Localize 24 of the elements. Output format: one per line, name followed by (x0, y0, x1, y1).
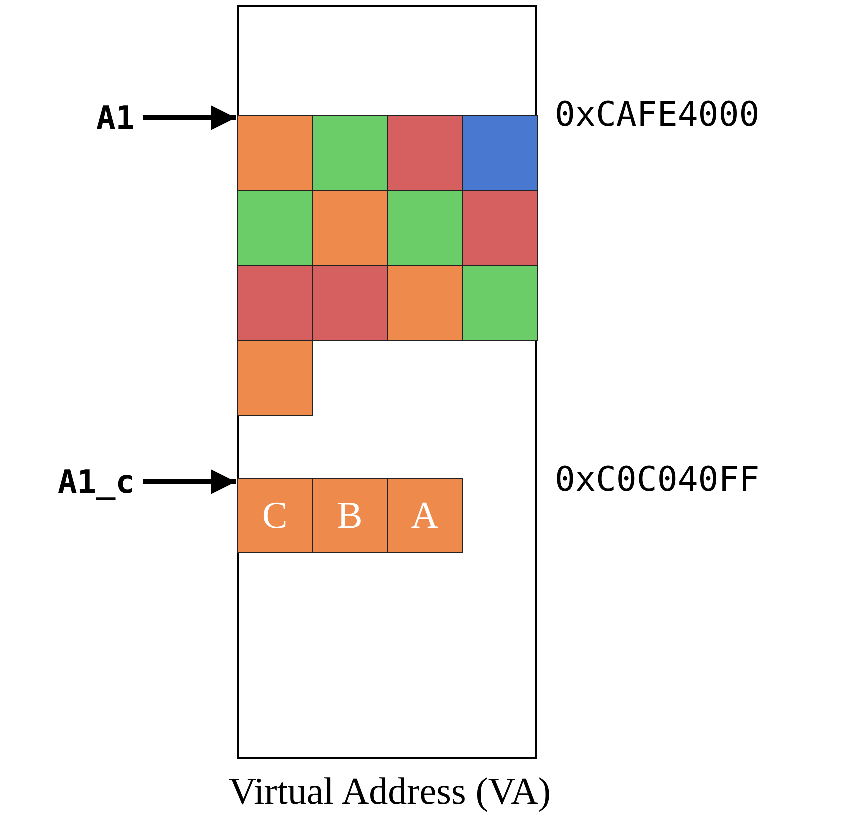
memory-cell (237, 190, 313, 266)
address-label: 0xCAFE4000 (555, 95, 760, 135)
memory-cell (312, 265, 388, 341)
memory-cell (462, 190, 538, 266)
arrow (143, 106, 236, 130)
memory-cell: C (237, 478, 313, 553)
memory-cell: B (312, 478, 388, 553)
memory-cell (387, 190, 463, 266)
arrow (143, 470, 236, 494)
memory-cell (387, 115, 463, 191)
memory-cell (387, 265, 463, 341)
memory-region (237, 5, 537, 759)
memory-cell (237, 340, 313, 416)
pointer-label: A1_c (10, 462, 135, 502)
memory-cell (462, 265, 538, 341)
memory-cell (237, 115, 313, 191)
memory-cell (312, 190, 388, 266)
address-label: 0xC0C040FF (555, 460, 760, 500)
axis-caption: Virtual Address (VA) (228, 770, 552, 814)
pointer-label: A1 (60, 98, 135, 138)
memory-cell: A (387, 478, 463, 553)
memory-cell (237, 265, 313, 341)
memory-cell (462, 115, 538, 191)
memory-cell (312, 115, 388, 191)
